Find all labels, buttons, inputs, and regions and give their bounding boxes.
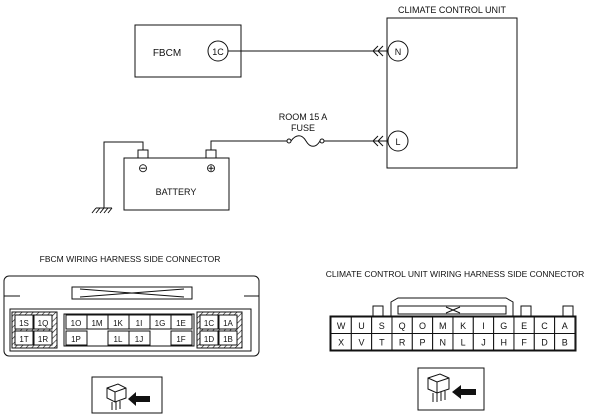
fbcm-pin-1o: 1O — [71, 319, 82, 328]
ccu-pin-h: H — [501, 337, 508, 347]
battery-positive-icon: ⊕ — [206, 161, 216, 175]
fbcm-pin-1a: 1A — [223, 319, 233, 328]
ccu-pin-w: W — [337, 321, 346, 331]
ccu-pin-s: S — [379, 321, 385, 331]
ground-wire — [91, 141, 144, 214]
ccu-pin-k: K — [460, 321, 466, 331]
ccu-pin-q: Q — [399, 321, 406, 331]
fuse-label-line2: FUSE — [291, 123, 315, 133]
fbcm-connector-title: FBCM WIRING HARNESS SIDE CONNECTOR — [40, 254, 221, 264]
ccu-pin-i: I — [482, 321, 485, 331]
ccu-pin-n: N — [440, 337, 447, 347]
fbcm-pin-1d: 1D — [204, 335, 214, 344]
fbcm-pin-1p: 1P — [71, 335, 81, 344]
fbcm-connector-view-icon — [91, 376, 163, 414]
ccu-pin-o: O — [419, 321, 426, 331]
ccu-pin-j: J — [481, 337, 486, 347]
fbcm-pin-1m: 1M — [91, 319, 102, 328]
ccu-pin-f: F — [521, 337, 527, 347]
ccu-title: CLIMATE CONTROL UNIT — [398, 5, 507, 15]
ccu-pin-c: C — [541, 321, 548, 331]
fbcm-pin-1e: 1E — [176, 319, 186, 328]
fuse-label-line1: ROOM 15 A — [279, 112, 328, 122]
fbcm-pin-1g: 1G — [155, 319, 166, 328]
climate-control-unit: CLIMATE CONTROL UNIT N L — [386, 5, 518, 169]
fbcm-module: FBCM 1C — [134, 24, 242, 78]
ccu-connector-view-icon — [417, 367, 485, 411]
ccu-connector-title: CLIMATE CONTROL UNIT WIRING HARNESS SIDE… — [326, 269, 585, 279]
ccu-pin-v: V — [358, 337, 364, 347]
battery-negative-icon: ⊖ — [138, 161, 148, 175]
ccu-pin-b: B — [562, 337, 568, 347]
ccu-terminal-l-label: L — [395, 137, 400, 147]
fbcm-pin-1l: 1L — [114, 335, 123, 344]
fbcm-label: FBCM — [153, 48, 181, 59]
fbcm-left-cavities: 1S 1Q 1T 1R — [14, 314, 53, 346]
fbcm-right-cavities: 1C 1A 1D 1B — [199, 314, 238, 346]
battery-label: BATTERY — [156, 187, 197, 197]
fbcm-pin-1c: 1C — [204, 319, 214, 328]
ccu-cavity-b — [554, 333, 576, 351]
ccu-pin-d: D — [541, 337, 548, 347]
wire-battery-to-ccu: ROOM 15 A FUSE — [210, 112, 388, 150]
fbcm-pin-1k: 1K — [113, 319, 123, 328]
ccu-pin-r: R — [399, 337, 406, 347]
wire-fbcm-to-ccu — [228, 45, 388, 57]
fbcm-pin-1q: 1Q — [38, 319, 49, 328]
ccu-pin-a: A — [562, 321, 568, 331]
fbcm-center-cavities: 1O 1M 1K 1I 1G 1E 1P 1L 1J 1F — [63, 313, 195, 347]
fbcm-pin-1t: 1T — [19, 335, 28, 344]
ccu-terminal-n-label: N — [395, 47, 402, 57]
ccu-pin-u: U — [358, 321, 365, 331]
fbcm-pin-1s: 1S — [19, 319, 29, 328]
ccu-pin-l: L — [461, 337, 466, 347]
ccu-connector: W U S Q O M K I G E C A X V T R P N L J H F D B — [329, 297, 577, 352]
fbcm-pin-1j: 1J — [135, 335, 143, 344]
fbcm-pin-1i: 1I — [136, 319, 143, 328]
ccu-pin-p: P — [419, 337, 425, 347]
fbcm-terminal-label: 1C — [212, 47, 224, 57]
fbcm-connector: 1S 1Q 1T 1R 1O 1M 1K 1I 1G 1E 1P — [3, 275, 260, 357]
fuse-icon — [290, 135, 321, 147]
fbcm-pin-1f: 1F — [176, 335, 185, 344]
ccu-pin-e: E — [521, 321, 527, 331]
ccu-pin-m: M — [439, 321, 447, 331]
fbcm-pin-1b: 1B — [223, 335, 233, 344]
ground-icon — [91, 207, 113, 214]
ccu-pin-g: G — [500, 321, 507, 331]
battery: ⊖ ⊕ BATTERY — [123, 149, 230, 211]
ccu-pin-t: T — [379, 337, 385, 347]
fbcm-pin-1r: 1R — [38, 335, 48, 344]
ccu-pin-x: X — [338, 337, 344, 347]
